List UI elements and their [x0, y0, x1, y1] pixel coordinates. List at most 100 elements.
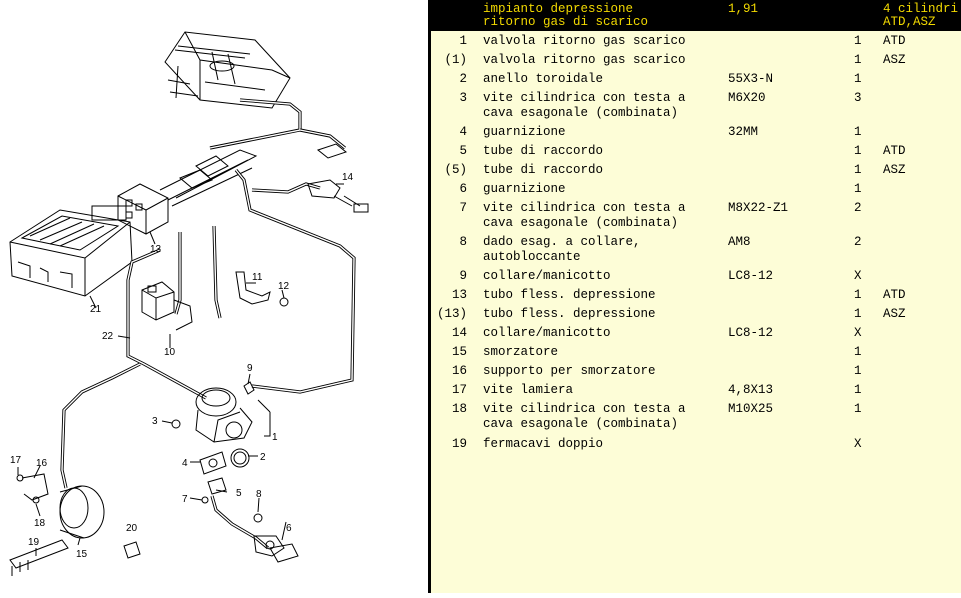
spec-cell: M8X22-Z1 [728, 201, 789, 215]
position-cell: 5 [459, 144, 467, 158]
description-cell: tubo fless. depressione [483, 307, 656, 322]
spec-cell: 55X3-N [728, 72, 774, 86]
position-cell: 17 [451, 383, 467, 397]
model-cell: ASZ [883, 53, 906, 67]
control-unit-drawing [9, 205, 133, 297]
table-row[interactable]: 4 guarnizione 32MM 1 [431, 125, 961, 140]
panel-divider [428, 0, 431, 593]
description-line: vite lamiera [483, 383, 574, 397]
callout-labels: 1 2 3 4 5 6 7 8 9 10 11 12 13 14 15 16 1… [10, 172, 354, 560]
description-cell: tube di raccordo [483, 144, 603, 159]
description-cell: guarnizione [483, 125, 566, 140]
quantity-cell: X [854, 326, 862, 340]
position-cell: 6 [459, 182, 467, 196]
position-cell: (13) [436, 307, 467, 321]
spec-cell: 32MM [728, 125, 759, 139]
quantity-cell: 1 [854, 125, 862, 139]
quantity-cell: 1 [854, 163, 862, 177]
table-header: impianto depressione ritorno gas di scar… [431, 0, 961, 31]
description-cell: valvola ritorno gas scarico [483, 34, 686, 49]
diagram-drawing: 1 2 3 4 5 6 7 8 9 10 11 12 13 14 15 16 1… [9, 31, 369, 576]
model-cell: ATD [883, 288, 906, 302]
header-engine-line-1: 4 cilindri [883, 2, 959, 16]
position-cell: (5) [444, 163, 467, 177]
description-line: autobloccante [483, 250, 581, 264]
callout-4: 4 [182, 458, 188, 469]
quantity-cell: 1 [854, 34, 862, 48]
header-engine-line-2: ATD,ASZ [883, 15, 936, 29]
callout-11: 11 [252, 272, 263, 283]
description-line: tube di raccordo [483, 144, 604, 158]
callout-6: 6 [286, 523, 292, 534]
table-row[interactable]: 6 guarnizione 1 [431, 182, 961, 197]
quantity-cell: 1 [854, 72, 862, 86]
spec-cell: LC8-12 [728, 269, 774, 283]
callout-21: 21 [90, 304, 102, 315]
quantity-cell: 1 [854, 182, 862, 196]
quantity-cell: X [854, 269, 862, 283]
connector-14-drawing [307, 143, 369, 213]
position-cell: 2 [459, 72, 467, 86]
description-line: vite cilindrica con testa a [483, 201, 686, 215]
callout-10: 10 [164, 347, 176, 358]
model-cell: ASZ [883, 307, 906, 321]
callout-18: 18 [34, 518, 46, 529]
header-description-line-2: ritorno gas di scarico [483, 15, 649, 29]
quantity-cell: 2 [854, 235, 862, 249]
spec-cell: M6X20 [728, 91, 766, 105]
header-description-line-1: impianto depressione [483, 2, 634, 16]
description-cell: vite lamiera [483, 383, 573, 398]
spec-cell: AM8 [728, 235, 751, 249]
spec-cell: M10X25 [728, 402, 774, 416]
callout-1: 1 [272, 432, 278, 443]
callout-22: 22 [102, 331, 114, 342]
description-line: tubo fless. depressione [483, 288, 656, 302]
callout-19: 19 [28, 537, 40, 548]
egr-pipe-drawing [199, 451, 299, 563]
description-line: valvola ritorno gas scarico [483, 34, 686, 48]
description-line: vite cilindrica con testa a [483, 402, 686, 416]
callout-9: 9 [247, 363, 253, 374]
model-cell: ATD [883, 34, 906, 48]
callout-5: 5 [236, 488, 242, 499]
quantity-cell: 1 [854, 144, 862, 158]
quantity-cell: 1 [854, 53, 862, 67]
callout-3: 3 [152, 416, 158, 427]
egr-valve-drawing [171, 381, 255, 468]
description-cell: guarnizione [483, 182, 566, 197]
quantity-cell: 1 [854, 288, 862, 302]
description-line: fermacavi doppio [483, 437, 604, 451]
callout-8: 8 [256, 489, 262, 500]
position-cell: 14 [451, 326, 467, 340]
description-line: cava esagonale (combinata) [483, 106, 679, 120]
callout-7: 7 [182, 494, 188, 505]
quantity-cell: 3 [854, 91, 862, 105]
solenoid-block-drawing [117, 149, 258, 235]
position-cell: 4 [459, 125, 467, 139]
description-cell: tubo fless. depressione [483, 288, 656, 303]
callout-14: 14 [342, 172, 354, 183]
quantity-cell: 1 [854, 364, 862, 378]
position-cell: 7 [459, 201, 467, 215]
description-line: supporto per smorzatore [483, 364, 656, 378]
description-cell: smorzatore [483, 345, 558, 360]
spec-cell: 4,8X13 [728, 383, 774, 397]
